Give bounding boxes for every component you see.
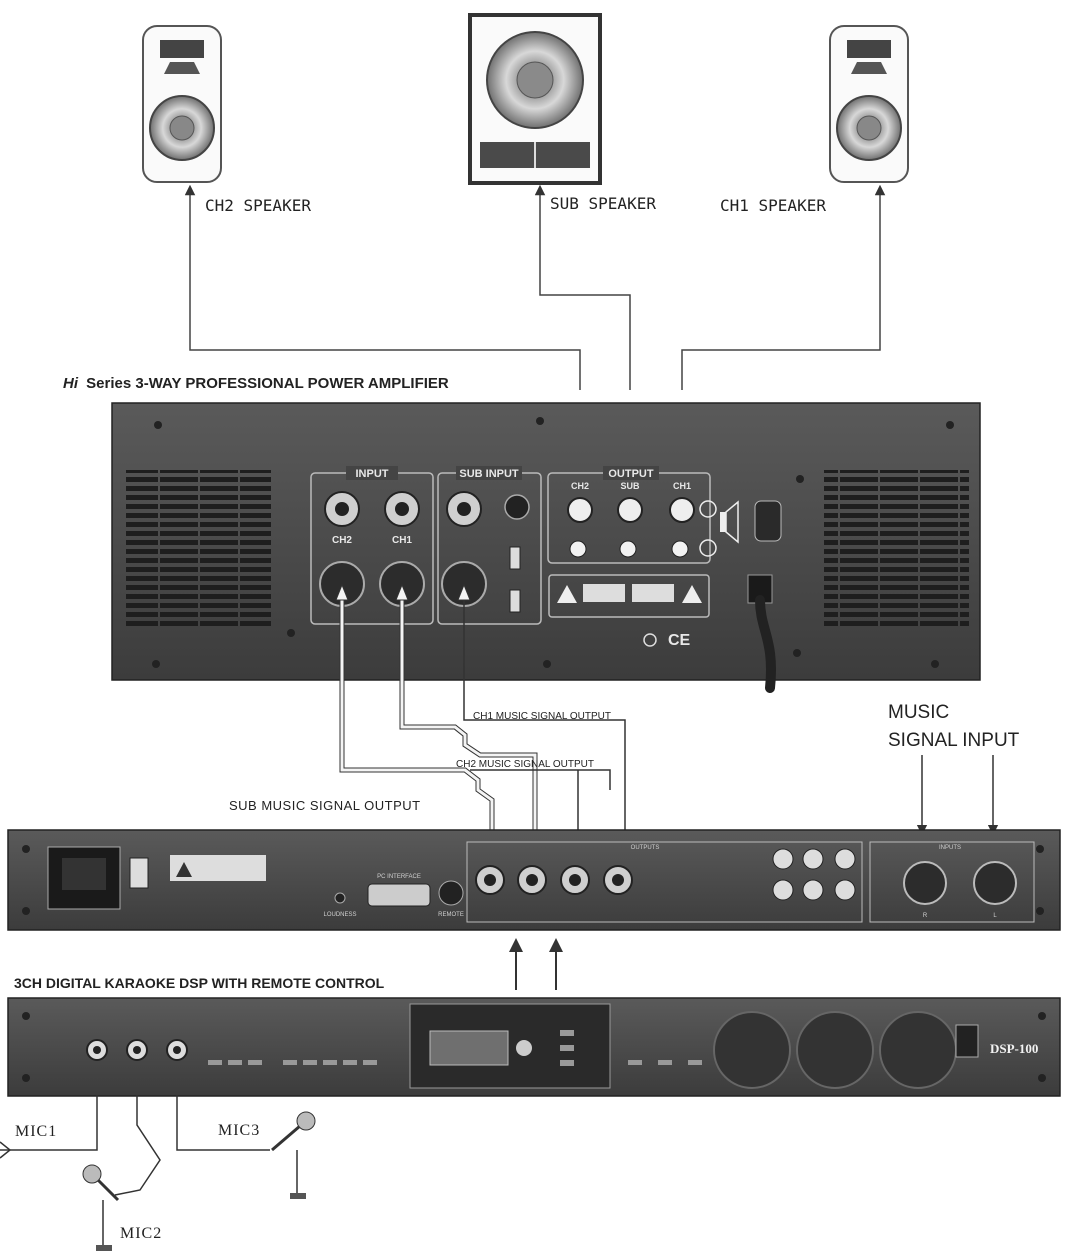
front-button-2[interactable] <box>228 1060 242 1065</box>
loudness-label: LOUDNESS <box>323 912 356 918</box>
ch1-speaker-label: CH1 SPEAKER <box>720 196 826 215</box>
amp-out-ch1-label: CH1 <box>673 481 691 491</box>
mic-cables <box>0 1095 270 1196</box>
amp-ch2-binding-post[interactable] <box>569 540 587 558</box>
rca-5[interactable] <box>834 848 856 870</box>
speaker-symbol-icon <box>720 512 726 532</box>
rca-2[interactable] <box>802 848 824 870</box>
front-button-9[interactable] <box>628 1060 642 1065</box>
amp-ch1-speakon[interactable] <box>669 497 695 523</box>
amp-sub-input-label: SUB INPUT <box>459 468 519 480</box>
amp-sub-speakon[interactable] <box>617 497 643 523</box>
mic3-microphone <box>271 1111 316 1199</box>
mic2-microphone <box>82 1164 120 1251</box>
ch2-signal-label: CH2 MUSIC SIGNAL OUTPUT <box>456 759 594 770</box>
amplifier-rear-panel: INPUT CH2 CH1 SUB INPUT OUTPUT CH2 SUB C… <box>111 402 981 693</box>
rca-1[interactable] <box>772 848 794 870</box>
warning-triangle-icon-2 <box>682 585 702 603</box>
sub-speaker <box>468 13 602 185</box>
pc-interface-label: PC INTERFACE <box>377 874 421 880</box>
front-button-11[interactable] <box>688 1060 702 1065</box>
rca-4[interactable] <box>802 879 824 901</box>
remote-port[interactable] <box>438 880 464 906</box>
recycle-icon <box>643 633 657 647</box>
ir-sensor <box>516 1040 532 1056</box>
amplifier-title-prefix: Hi <box>63 375 79 392</box>
amp-ch1-binding-post[interactable] <box>671 540 689 558</box>
remote-label: REMOTE <box>438 912 464 918</box>
mic2-label: MIC2 <box>120 1225 162 1242</box>
loudness-button[interactable] <box>334 892 346 904</box>
amp-out-ch2-label: CH2 <box>571 481 589 491</box>
amp-sub-switch-2[interactable] <box>509 589 521 613</box>
signal-cables <box>335 583 626 870</box>
amp-input-label: INPUT <box>356 468 389 480</box>
ch2-speaker-label: CH2 SPEAKER <box>205 196 311 215</box>
sub-signal-label: SUB MUSIC SIGNAL OUTPUT <box>229 798 421 813</box>
amp-ch2-speakon[interactable] <box>567 497 593 523</box>
front-button-10[interactable] <box>658 1060 672 1065</box>
dsp-in-r-label: R <box>923 913 928 919</box>
warning-triangle-icon <box>557 585 577 603</box>
lcd-display <box>429 1030 509 1066</box>
dsp-in-r-xlr[interactable] <box>903 861 947 905</box>
music-knob[interactable] <box>879 1011 957 1089</box>
mic1-label: MIC1 <box>15 1123 57 1140</box>
mic3-label: MIC3 <box>218 1122 260 1139</box>
rear-warning-icon <box>176 862 192 877</box>
front-button-6[interactable] <box>323 1060 337 1065</box>
ch2-speaker-cable <box>184 184 581 390</box>
compliance-marks: CE <box>668 632 691 649</box>
outputs-label: OUTPUTS <box>631 845 660 851</box>
amp-in-ch1-label: CH1 <box>392 535 412 546</box>
right-vent <box>824 470 969 628</box>
rca-6[interactable] <box>834 879 856 901</box>
amp-sub-crossover-knob[interactable] <box>504 494 530 520</box>
dsp-front-title: 3CH DIGITAL KARAOKE DSP WITH REMOTE CONT… <box>14 975 385 991</box>
power-switch[interactable] <box>754 500 782 542</box>
amp-in-ch2-label: CH2 <box>332 535 352 546</box>
front-button-5[interactable] <box>303 1060 317 1065</box>
amp-output-label: OUTPUT <box>608 468 654 480</box>
front-button-7[interactable] <box>343 1060 357 1065</box>
ch2-speaker <box>142 25 222 183</box>
sub-speaker-cable <box>534 184 631 390</box>
amp-sub-switch-1[interactable] <box>509 546 521 570</box>
music-input-label-line1: MUSIC <box>888 702 949 723</box>
pc-interface-port[interactable] <box>367 883 431 907</box>
front-button-8[interactable] <box>363 1060 377 1065</box>
voltage-switch[interactable] <box>129 857 149 889</box>
dsp-rear-panel: PC INTERFACE LOUDNESS REMOTE OUTPUTS INP… <box>7 829 1061 931</box>
microphone-knob[interactable] <box>713 1011 791 1089</box>
display-button-1[interactable] <box>560 1030 574 1036</box>
amplifier-title-rest: Series 3-WAY PROFESSIONAL POWER AMPLIFIE… <box>86 375 449 392</box>
front-button-4[interactable] <box>283 1060 297 1065</box>
amp-sub-binding-post[interactable] <box>619 540 637 558</box>
amp-out-sub-label: SUB <box>620 481 640 491</box>
ch1-speaker <box>829 25 909 183</box>
music-input-label-line2: SIGNAL INPUT <box>888 730 1020 751</box>
dsp-model: DSP-100 <box>990 1041 1038 1056</box>
ch1-speaker-cable <box>681 184 886 390</box>
left-vent <box>126 470 271 628</box>
mic1-microphone <box>0 1141 12 1159</box>
front-button-1[interactable] <box>208 1060 222 1065</box>
dsp-front-panel: DSP-100 <box>7 997 1061 1097</box>
ch1-signal-label: CH1 MUSIC SIGNAL OUTPUT <box>473 711 611 722</box>
rca-3[interactable] <box>772 879 794 901</box>
dsp-in-l-xlr[interactable] <box>973 861 1017 905</box>
amplifier-title: Hi Series 3-WAY PROFESSIONAL POWER AMPLI… <box>63 375 449 392</box>
front-power-switch[interactable] <box>955 1024 979 1058</box>
display-button-3[interactable] <box>560 1060 574 1066</box>
front-button-3[interactable] <box>248 1060 262 1065</box>
dsp-in-l-label: L <box>993 913 997 919</box>
inputs-label: INPUTS <box>939 845 961 851</box>
power-cord <box>755 595 776 693</box>
effect-knob[interactable] <box>796 1011 874 1089</box>
display-button-2[interactable] <box>560 1045 574 1051</box>
sub-speaker-label: SUB SPEAKER <box>550 194 656 213</box>
